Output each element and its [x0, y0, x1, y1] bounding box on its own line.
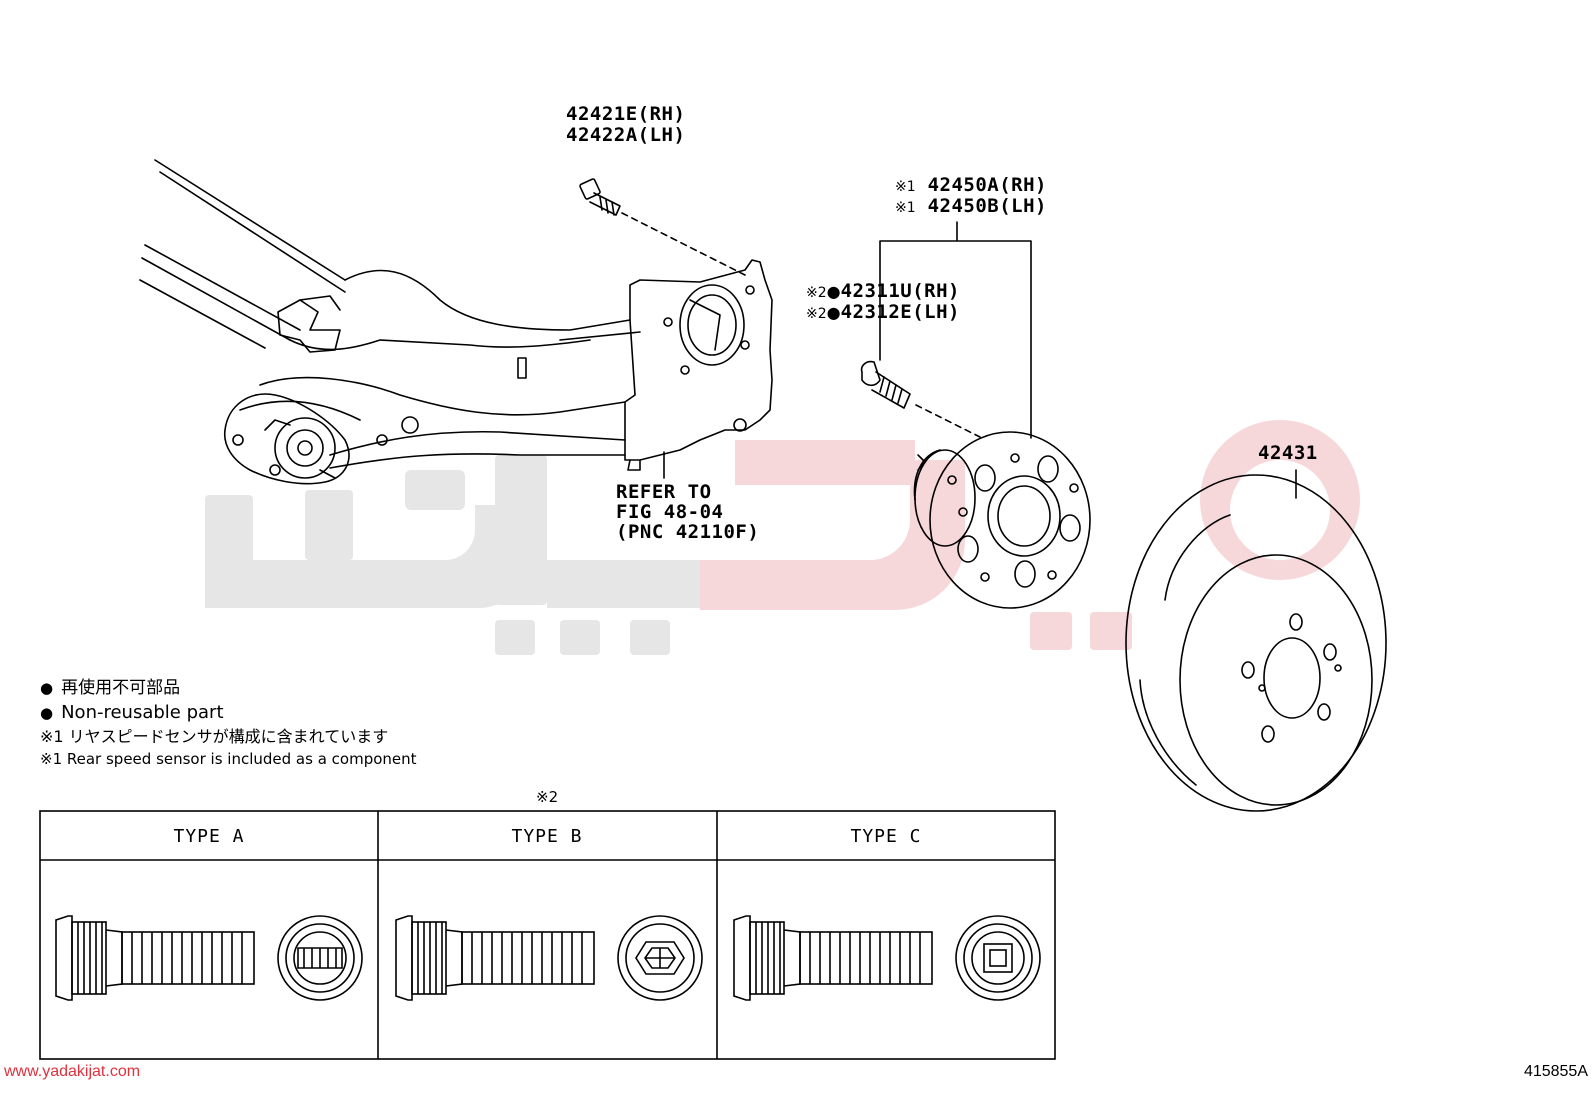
stud-note-mark: ※2	[806, 306, 827, 322]
legend-text-2: Non-reusable part	[61, 702, 224, 723]
type-b-header: TYPE B	[511, 826, 583, 847]
types-table-mark: ※2	[536, 788, 559, 806]
bolt-rh-label: 42421E(RH)	[566, 103, 686, 125]
hub-stud	[860, 360, 981, 438]
disc-label: 42431	[1258, 442, 1318, 464]
stud-lh-label: ※2●42312E(LH)	[806, 302, 960, 325]
type-b-stud-drawing	[395, 915, 703, 1001]
refer-line-3: (PNC 42110F)	[616, 521, 760, 543]
stud-lh-number: 42312E(LH)	[840, 301, 960, 323]
watermark-gray-glyphs	[205, 455, 727, 655]
hub-note-mark: ※1	[895, 200, 916, 216]
bullet-icon: ●	[40, 704, 54, 722]
non-reusable-dot-icon: ●	[826, 282, 841, 301]
refer-line-2: FIG 48-04	[616, 501, 724, 523]
legend-line-2: ● Non-reusable part	[40, 700, 417, 726]
legend-text-1: 再使用不可部品	[61, 678, 181, 698]
rear-axle-beam	[139, 159, 641, 485]
watermark-red-glyphs	[700, 420, 1360, 650]
refer-line-1: REFER TO	[616, 481, 712, 503]
diagram-code: 415855A	[1523, 1063, 1588, 1080]
hub-lh-number: 42450B(LH)	[927, 195, 1047, 217]
table-border	[39, 810, 1056, 1060]
stud-rh-label: ※2●42311U(RH)	[806, 281, 960, 304]
hub-note-mark: ※1	[895, 179, 916, 195]
brake-disc	[1125, 474, 1387, 812]
legend-line-1: ● 再使用不可部品	[40, 676, 417, 700]
type-c-header: TYPE C	[850, 826, 922, 847]
non-reusable-dot-icon: ●	[826, 303, 841, 322]
axle-carrier-bracket	[624, 259, 773, 479]
legend-line-3: ※1 リヤスピードセンサが構成に含まれています	[40, 727, 389, 746]
stud-note-mark: ※2	[806, 285, 827, 301]
website-link[interactable]: www.yadakijat.com	[4, 1063, 141, 1080]
type-a-header: TYPE A	[173, 826, 245, 847]
bullet-icon: ●	[40, 679, 54, 697]
type-a-stud-drawing	[55, 915, 363, 1001]
hub-lh-label: ※1 42450B(LH)	[895, 196, 1047, 219]
bolt-lh-label: 42422A(LH)	[566, 124, 686, 146]
type-c-stud-drawing	[733, 915, 1041, 1001]
hub-rh-number: 42450A(RH)	[927, 174, 1047, 196]
bracket-bolt	[579, 178, 746, 276]
hub-rh-label: ※1 42450A(RH)	[895, 175, 1047, 198]
stud-rh-number: 42311U(RH)	[840, 280, 960, 302]
legend-line-4: ※1 Rear speed sensor is included as a co…	[40, 750, 417, 768]
legend: ● 再使用不可部品 ● Non-reusable part ※1 リヤスピードセンサ…	[40, 676, 417, 770]
hub-bearing-assembly	[913, 431, 1091, 609]
